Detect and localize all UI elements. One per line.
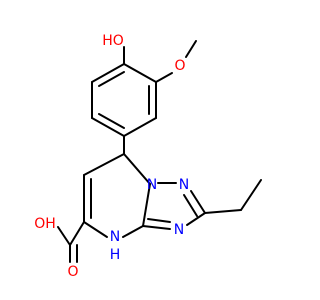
acid-hydroxyl-label: OH <box>34 216 56 232</box>
atom-labels: HO O N N N N H O OH <box>34 33 189 280</box>
bond-ring-d-double <box>98 113 125 129</box>
bond-c2-n3 <box>186 212 206 226</box>
bond-n2-c2 <box>190 190 206 214</box>
molecule-drawing: HO O N N N N H O OH <box>34 33 262 280</box>
bond-c-o-methoxy <box>155 72 173 83</box>
hydroxyl-label: HO <box>102 33 124 49</box>
bond-ring-c <box>123 117 157 137</box>
amine-n-label: N <box>110 229 120 245</box>
bond-ring-d <box>91 117 125 137</box>
carbonyl-oxygen-label: O <box>67 264 78 280</box>
bond-c8a-nh <box>122 225 144 238</box>
triazole-n1-label: N <box>147 177 157 193</box>
triazole-n3-label: N <box>174 222 184 238</box>
bond-c2-ch2 <box>204 209 242 214</box>
bond-ring-f-double <box>98 71 125 87</box>
bond-n3-c8a <box>142 225 171 230</box>
bond-c5-cooh <box>69 221 85 246</box>
bond-n3-c8a-double <box>147 218 171 223</box>
bond-c6-ch <box>83 153 125 176</box>
amine-h-label: H <box>110 247 121 263</box>
bond-ring-a <box>123 63 157 83</box>
bond-ch2-ch3 <box>240 179 262 211</box>
structure-canvas: HO O N N N N H O OH <box>34 33 262 280</box>
bond-ring-f <box>91 63 125 83</box>
bonds <box>57 40 262 263</box>
triazole-n2-label: N <box>179 177 189 193</box>
bond-cooh-oh <box>57 226 71 246</box>
bond-n2-c2-double <box>183 194 198 217</box>
bond-n1-c8a <box>142 183 151 227</box>
bond-o-ch3 <box>185 40 197 58</box>
methoxy-oxygen-label: O <box>174 58 185 74</box>
bond-ch-n1 <box>123 153 151 185</box>
bond-nh-c5 <box>83 221 108 238</box>
